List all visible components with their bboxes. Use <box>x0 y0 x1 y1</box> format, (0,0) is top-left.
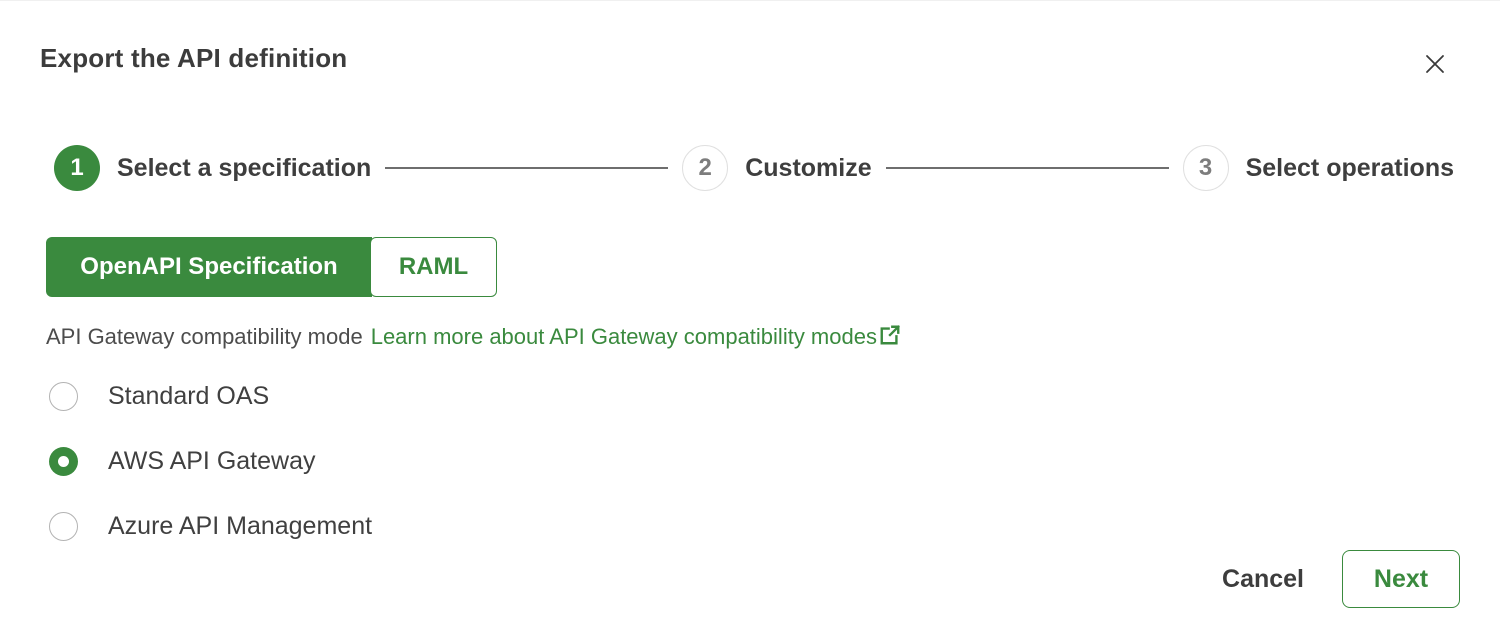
external-link-icon <box>880 325 900 345</box>
step-2-label: Customize <box>745 153 872 182</box>
step-1-label: Select a specification <box>117 153 372 182</box>
gateway-radio-group: Standard OAS AWS API Gateway Azure API M… <box>46 364 1454 559</box>
page-title: Export the API definition <box>40 43 348 73</box>
radio-label-aws-api-gateway: AWS API Gateway <box>108 447 316 475</box>
stepper-step-2: 2 Customize <box>682 145 872 191</box>
radio-button-standard-oas[interactable] <box>49 382 78 411</box>
radio-label-azure-api-management: Azure API Management <box>108 512 373 540</box>
cancel-button[interactable]: Cancel <box>1222 564 1304 593</box>
close-icon <box>1426 55 1444 73</box>
step-3-circle: 3 <box>1182 145 1229 191</box>
learn-more-link-text: Learn more about API Gateway compatibili… <box>370 324 877 349</box>
radio-button-azure-api-management[interactable] <box>49 512 78 541</box>
radio-label-standard-oas: Standard OAS <box>108 382 270 410</box>
radio-button-aws-api-gateway[interactable] <box>49 447 78 476</box>
step-2-circle: 2 <box>682 145 729 191</box>
next-button[interactable]: Next <box>1342 550 1460 608</box>
stepper: 1 Select a specification 2 Customize 3 S… <box>54 145 1454 191</box>
learn-more-link[interactable]: Learn more about API Gateway compatibili… <box>371 324 901 350</box>
step-connector-1 <box>385 167 669 169</box>
specification-toggle: OpenAPI Specification RAML <box>46 237 1454 297</box>
step-3-label: Select operations <box>1245 153 1454 182</box>
radio-option-standard-oas[interactable]: Standard OAS <box>46 364 1454 429</box>
modal-header: Export the API definition <box>40 1 1454 83</box>
compatibility-mode-label: API Gateway compatibility mode <box>46 324 363 349</box>
radio-option-aws-api-gateway[interactable]: AWS API Gateway <box>46 429 1454 494</box>
radio-selected-dot <box>58 456 69 467</box>
stepper-step-1: 1 Select a specification <box>54 145 371 191</box>
radio-option-azure-api-management[interactable]: Azure API Management <box>46 494 1454 559</box>
toggle-openapi-specification[interactable]: OpenAPI Specification <box>46 237 372 297</box>
modal-footer: Cancel Next <box>1222 550 1460 608</box>
toggle-raml[interactable]: RAML <box>370 237 497 297</box>
compatibility-mode-row: API Gateway compatibility mode Learn mor… <box>46 324 1454 350</box>
step-connector-2 <box>885 167 1169 169</box>
step-1-circle: 1 <box>54 145 100 191</box>
stepper-step-3: 3 Select operations <box>1182 145 1454 191</box>
close-button[interactable] <box>1416 45 1454 83</box>
